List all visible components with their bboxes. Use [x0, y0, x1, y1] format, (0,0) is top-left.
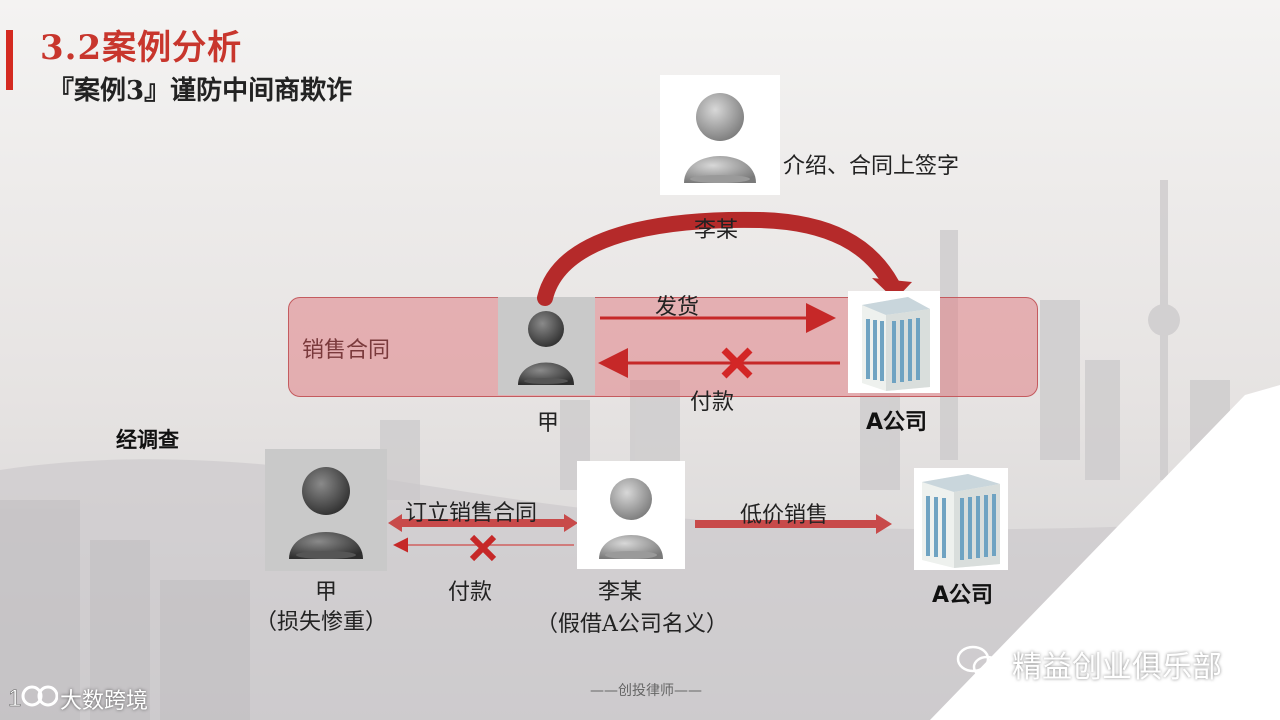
- wechat-icon: [955, 643, 1005, 687]
- low-price-sale-label: 低价销售: [740, 497, 828, 529]
- bottom-cross-mark-icon: [472, 537, 494, 559]
- introducer-note: 介绍、合同上签字: [783, 148, 959, 180]
- ship-label: 发货: [655, 289, 699, 321]
- bottom-company-name: A公司: [932, 577, 993, 609]
- victim-avatar: [265, 449, 387, 571]
- introducer-name: 李某: [694, 212, 738, 244]
- person-icon: [577, 461, 685, 569]
- victim-name: 甲: [315, 574, 337, 606]
- bottom-contract-label: 订立销售合同: [405, 495, 537, 527]
- page-title: 3.2案例分析: [40, 20, 242, 69]
- middleman-name: 李某: [598, 574, 642, 606]
- bottom-company-building: [914, 468, 1008, 570]
- watermark-left: 大数跨境: [60, 683, 148, 715]
- title-accent-bar: [6, 30, 13, 90]
- company-name: A公司: [866, 404, 927, 436]
- person-icon: [660, 75, 780, 195]
- buyer-name: 甲: [537, 405, 559, 437]
- payment-label: 付款: [690, 384, 734, 416]
- investigation-label: 经调查: [116, 424, 179, 454]
- company-building: [848, 291, 940, 393]
- bottom-payment-label: 付款: [448, 574, 492, 606]
- footer-caption: ——创投律师——: [590, 680, 702, 700]
- page-subtitle: 『案例3』谨防中间商欺诈: [48, 70, 352, 107]
- middleman-avatar: [577, 461, 685, 569]
- middleman-note: （假借A公司名义）: [536, 606, 728, 638]
- building-icon: [848, 291, 940, 393]
- person-icon: [265, 449, 387, 571]
- watermark-right: 精益创业俱乐部: [1012, 642, 1222, 686]
- building-icon: [914, 468, 1008, 570]
- svg-text:1: 1: [8, 685, 21, 712]
- victim-note: （损失惨重）: [255, 604, 387, 636]
- introducer-avatar: [660, 75, 780, 195]
- sales-contract-label: 销售合同: [302, 332, 390, 364]
- logo-icon: 1: [8, 680, 58, 716]
